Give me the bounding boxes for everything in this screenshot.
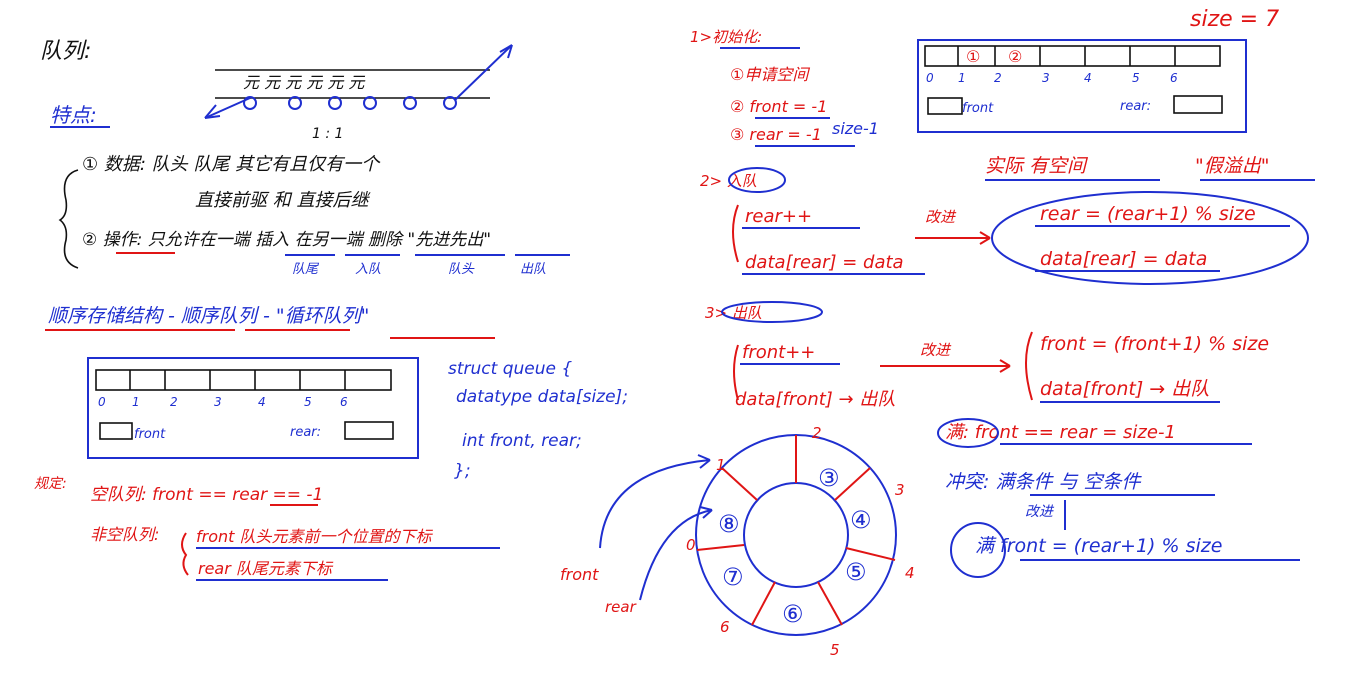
init-step-2: ③ rear = -1 bbox=[730, 125, 822, 144]
enqueue-step-0: rear++ bbox=[745, 206, 812, 227]
improve-label-2: 改进 bbox=[920, 341, 952, 359]
dequeue-step-0: front++ bbox=[742, 342, 815, 363]
nonempty-front: front 队头元素前一个位置的下标 bbox=[196, 527, 434, 546]
op-item: ② 操作: 只允许在一端 插入 在另一端 删除 "先进先出" bbox=[82, 230, 491, 250]
left-index-5: 5 bbox=[304, 395, 312, 409]
enqueue-improved-0: rear = (rear+1) % size bbox=[1040, 203, 1256, 225]
array-diagram-left: 0 1 2 3 4 5 6 front rear: bbox=[87, 357, 419, 459]
ring-rear-label: rear bbox=[605, 598, 637, 616]
data-item-2: 直接前驱 和 直接后继 bbox=[195, 190, 371, 211]
right-index-3: 3 bbox=[1042, 71, 1050, 85]
op-sub-4: 出队 bbox=[520, 262, 546, 277]
ring-index-2: 2 bbox=[812, 424, 822, 442]
struct-line-3: }; bbox=[454, 461, 471, 481]
rule-title: 规定: bbox=[34, 476, 67, 492]
right-front-label: front bbox=[962, 101, 994, 116]
right-index-6: 6 bbox=[1170, 71, 1178, 85]
right-rear-label: rear: bbox=[1120, 99, 1151, 114]
fake-overflow-a: 实际 有空间 bbox=[985, 155, 1089, 177]
ring-index-3: 3 bbox=[895, 481, 905, 499]
op-sub-1: 队尾 bbox=[292, 262, 320, 277]
conflict-sub: 改进 bbox=[1025, 504, 1055, 520]
right-index-1: 1 bbox=[958, 71, 966, 85]
ring-cell-6: ⑥ bbox=[782, 600, 804, 628]
dequeue-title: 3> 出队 bbox=[705, 304, 762, 322]
svg-text:元 元 元 元 元 元: 元 元 元 元 元 元 bbox=[243, 73, 366, 92]
array-diagram-right: ① ② 0 1 2 3 4 5 6 front rear: bbox=[917, 39, 1247, 133]
queue-title: 队列: bbox=[40, 39, 91, 64]
left-index-2: 2 bbox=[170, 395, 178, 409]
left-index-0: 0 bbox=[98, 395, 106, 409]
left-index-6: 6 bbox=[340, 395, 348, 409]
nonempty-rule: 非空队列: bbox=[90, 525, 159, 544]
improve-label-1: 改进 bbox=[925, 208, 957, 226]
left-rear-label: rear: bbox=[290, 425, 321, 440]
nonempty-rear: rear 队尾元素下标 bbox=[198, 559, 334, 578]
right-index-5: 5 bbox=[1132, 71, 1140, 85]
init-step-0: ①申请空间 bbox=[730, 65, 810, 84]
feature-label: 特点: bbox=[50, 103, 97, 127]
conflict-line: 冲突: 满条件 与 空条件 bbox=[945, 471, 1143, 493]
left-index-3: 3 bbox=[214, 395, 222, 409]
ring-index-0: 0 bbox=[686, 536, 696, 554]
ring-cell-4: ④ bbox=[850, 506, 872, 534]
dequeue-step-1: data[front] → 出队 bbox=[735, 389, 895, 410]
ring-front-label: front bbox=[560, 565, 599, 584]
left-index-1: 1 bbox=[132, 395, 140, 409]
dequeue-improved-0: front = (front+1) % size bbox=[1040, 333, 1269, 355]
init-step-1: ② front = -1 bbox=[730, 97, 827, 116]
ring-cell-5: ⑤ bbox=[845, 558, 867, 586]
struct-line-1: datatype data[size]; bbox=[456, 387, 628, 407]
ring-buffer: 0 1 2 3 4 5 6 ⑧ ③ ④ ⑤ ⑥ ⑦ front rear bbox=[560, 424, 915, 659]
ratio-label: 1 : 1 bbox=[312, 126, 343, 142]
right-cell-1: ① bbox=[966, 47, 980, 66]
left-index-4: 4 bbox=[258, 395, 266, 409]
op-sub-3: 队头 bbox=[448, 262, 475, 277]
full-new-condition: 满 front = (rear+1) % size bbox=[975, 535, 1222, 557]
enqueue-step-1: data[rear] = data bbox=[745, 252, 904, 273]
queue-sketch: 元 元 元 元 元 元 bbox=[204, 44, 513, 119]
ring-cell-3: ③ bbox=[818, 464, 840, 492]
size-minus-label: size-1 bbox=[832, 119, 879, 138]
right-index-4: 4 bbox=[1084, 71, 1092, 85]
enqueue-improved-1: data[rear] = data bbox=[1040, 248, 1207, 270]
left-front-label: front bbox=[134, 427, 166, 442]
right-index-0: 0 bbox=[926, 71, 934, 85]
ring-index-5: 5 bbox=[830, 641, 840, 659]
right-index-2: 2 bbox=[994, 71, 1002, 85]
struct-line-0: struct queue { bbox=[448, 359, 572, 379]
full-condition: 满: front == rear = size-1 bbox=[945, 422, 1176, 443]
struct-line-2: int front, rear; bbox=[462, 431, 582, 451]
ring-index-1: 1 bbox=[716, 456, 726, 474]
fake-overflow-b: "假溢出" bbox=[1195, 155, 1269, 177]
ring-index-4: 4 bbox=[905, 564, 915, 582]
init-title: 1>初始化: bbox=[690, 28, 762, 46]
sequence-title: 顺序存储结构 - 顺序队列 - "循环队列" bbox=[48, 305, 369, 327]
empty-rule: 空队列: front == rear == -1 bbox=[90, 485, 323, 505]
size-label: size = 7 bbox=[1190, 7, 1279, 32]
right-cell-2: ② bbox=[1008, 47, 1022, 66]
ring-index-6: 6 bbox=[720, 618, 730, 636]
ring-cell-8: ⑧ bbox=[718, 510, 740, 538]
op-sub-2: 入队 bbox=[355, 262, 381, 277]
ring-cell-7: ⑦ bbox=[722, 563, 744, 591]
data-item: ① 数据: 队头 队尾 其它有且仅有一个 bbox=[82, 154, 381, 175]
dequeue-improved-1: data[front] → 出队 bbox=[1040, 378, 1209, 400]
